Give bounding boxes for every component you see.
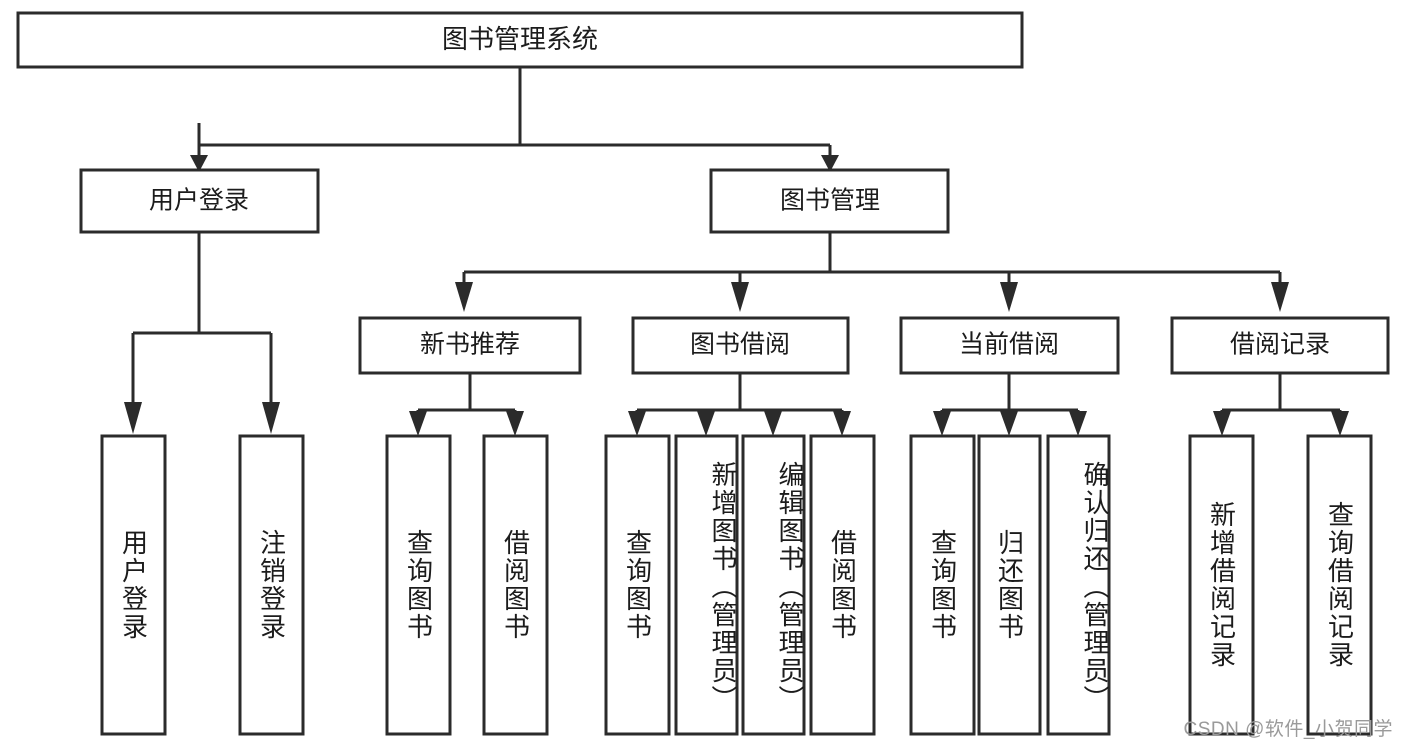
arrow-to-leaf-add-record: [1213, 411, 1231, 436]
node-book-borrow[interactable]: 图书借阅: [631, 316, 850, 375]
leaf-box-query-book-b[interactable]: [604, 434, 671, 736]
leaf-box-borrow-book-a[interactable]: [482, 434, 549, 736]
leaf-box-query-book-c[interactable]: [909, 434, 976, 736]
connector-current-to-leaves: [933, 373, 1087, 436]
node-user-login[interactable]: 用户登录: [79, 168, 320, 234]
node-new-book-recommend-label: 新书推荐: [420, 331, 520, 359]
node-borrow-record-rect[interactable]: [1170, 316, 1390, 375]
leaf-box-add-book[interactable]: [674, 434, 739, 736]
node-user-login-rect[interactable]: [79, 168, 320, 234]
node-root-rect[interactable]: [16, 11, 1024, 69]
arrow-to-new-book-recommend: [455, 282, 473, 312]
arrow-to-current-borrow: [1000, 282, 1018, 312]
arrow-to-leaf-query-book-b: [628, 411, 646, 436]
node-book-borrow-rect[interactable]: [631, 316, 850, 375]
connector-user-login-to-leaves: [124, 232, 280, 434]
arrow-to-leaf-confirm-return: [1069, 411, 1087, 436]
leaf-box-logout[interactable]: [238, 434, 305, 736]
node-current-borrow-label: 当前借阅: [959, 331, 1059, 359]
leaf-box-query-book-a[interactable]: [385, 434, 452, 736]
node-borrow-record[interactable]: 借阅记录: [1170, 316, 1390, 375]
node-root[interactable]: 图书管理系统: [16, 11, 1024, 69]
leaf-box-confirm-return[interactable]: [1046, 434, 1111, 736]
leaf-box-borrow-book-b[interactable]: [809, 434, 876, 736]
arrow-to-leaf-query-book-c: [933, 411, 951, 436]
arrow-to-leaf-return-book: [1000, 411, 1018, 436]
node-current-borrow[interactable]: 当前借阅: [899, 316, 1120, 375]
arrow-root-to-book-mgmt: [821, 155, 839, 172]
node-book-management[interactable]: 图书管理: [709, 168, 950, 234]
node-new-book-recommend[interactable]: 新书推荐: [358, 316, 582, 375]
connector-record-to-leaves: [1213, 373, 1349, 436]
arrow-to-leaf-borrow-book-b: [833, 411, 851, 436]
arrow-to-leaf-user-login: [124, 402, 142, 434]
leaf-box-return-book[interactable]: [977, 434, 1042, 736]
arrow-to-leaf-logout: [262, 402, 280, 434]
leaf-box-add-record[interactable]: [1188, 434, 1255, 736]
arrow-to-leaf-query-book-a: [409, 411, 427, 436]
arrow-to-leaf-borrow-book-a: [506, 411, 524, 436]
node-book-borrow-label: 图书借阅: [690, 331, 790, 359]
node-book-management-label: 图书管理: [780, 187, 880, 215]
node-root-label: 图书管理系统: [442, 24, 598, 54]
arrow-to-leaf-add-book: [697, 411, 715, 436]
connector-recommend-to-leaves: [409, 373, 524, 436]
watermark-text: CSDN @软件_小贺同学: [1183, 719, 1393, 740]
node-borrow-record-label: 借阅记录: [1230, 331, 1330, 359]
node-new-book-recommend-rect[interactable]: [358, 316, 582, 375]
connector-borrow-to-leaves: [628, 373, 851, 436]
connector-root-to-level2: [190, 67, 839, 172]
arrow-to-book-borrow: [731, 282, 749, 312]
leaf-box-query-record[interactable]: [1306, 434, 1373, 736]
arrow-root-to-user-login: [190, 155, 208, 172]
arrow-to-leaf-edit-book: [764, 411, 782, 436]
node-user-login-label: 用户登录: [149, 187, 249, 215]
leaf-box-edit-book[interactable]: [741, 434, 806, 736]
arrow-to-borrow-record: [1271, 282, 1289, 312]
leaf-box-user-login[interactable]: [100, 434, 167, 736]
arrow-to-leaf-query-record: [1331, 411, 1349, 436]
connector-book-mgmt-to-level3: [455, 232, 1289, 312]
